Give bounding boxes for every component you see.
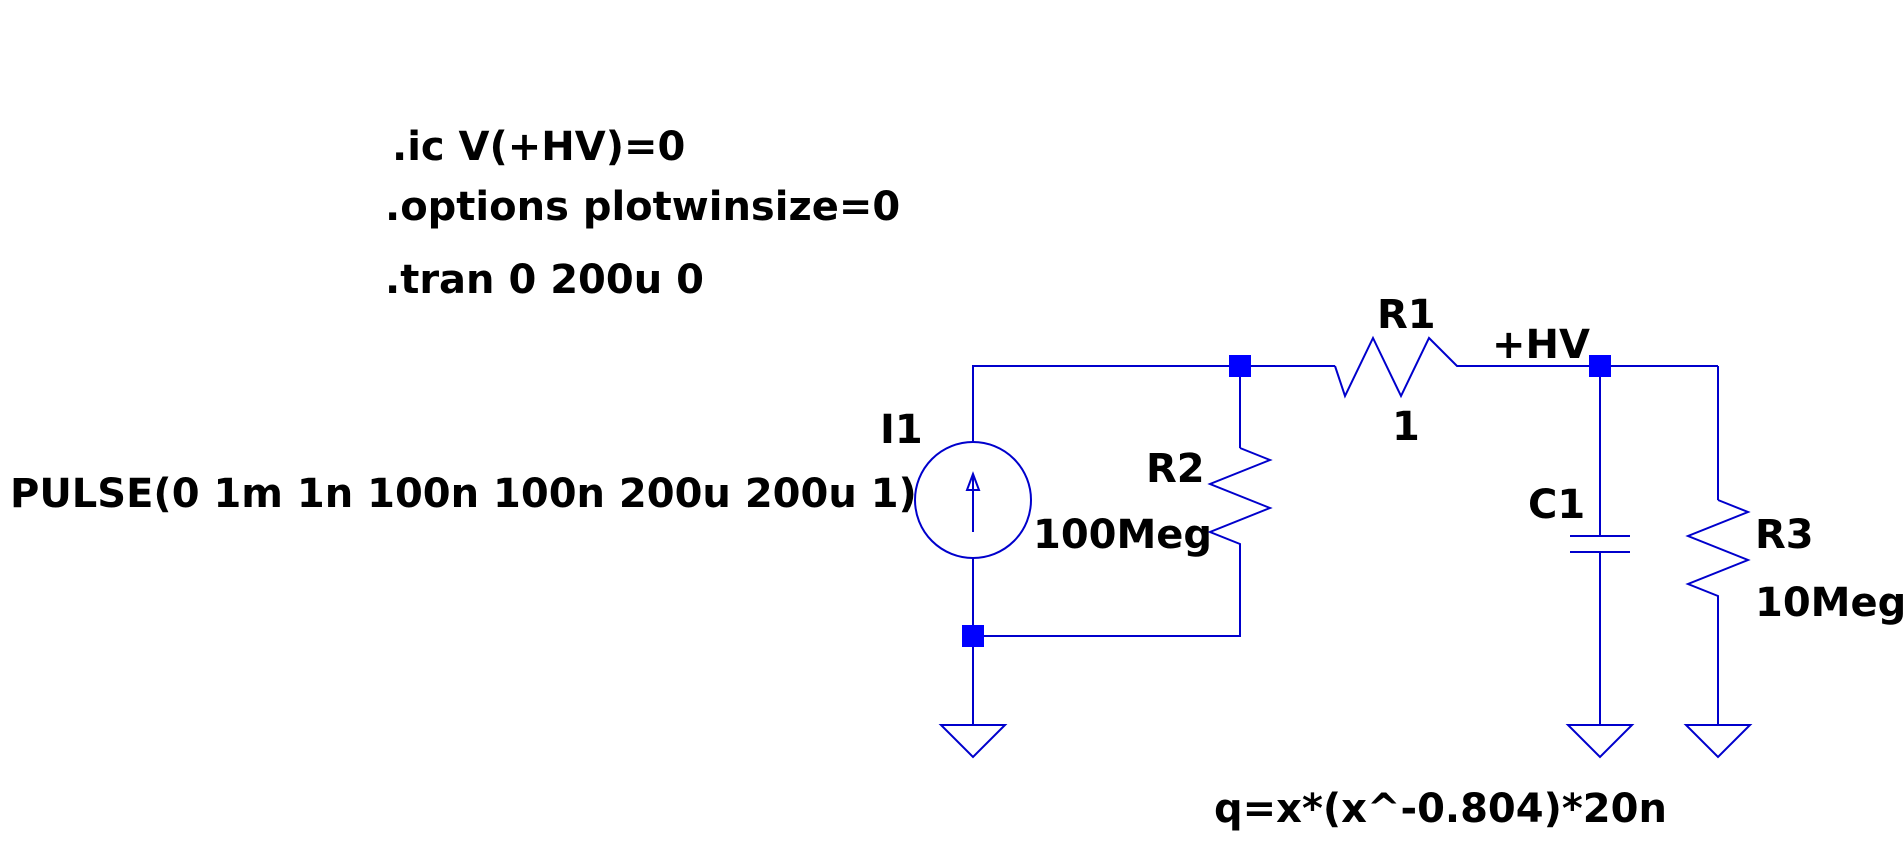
junction-node-ground[interactable] (962, 625, 984, 647)
junction-node-r2-top[interactable] (1229, 355, 1251, 377)
resistor-r2[interactable] (1207, 447, 1273, 560)
current-source-i1[interactable] (914, 441, 1032, 559)
ground-symbol-i1[interactable] (938, 724, 1008, 759)
wire-top-left[interactable] (972, 365, 1335, 441)
resistor-r1[interactable] (1334, 335, 1463, 399)
c1-value-label[interactable]: q=x*(x^-0.804)*20n (1214, 786, 1667, 832)
wire-bottom-return[interactable] (973, 560, 1241, 637)
ground-symbol-c1[interactable] (1565, 724, 1635, 759)
i1-name-label[interactable]: I1 (880, 407, 923, 453)
current-source-circle (914, 441, 1032, 559)
r2-value-label[interactable]: 100Meg (1033, 512, 1212, 558)
r1-value-label[interactable]: 1 (1392, 404, 1420, 450)
resistor-r3[interactable] (1685, 499, 1751, 620)
i1-value-label[interactable]: PULSE(0 1m 1n 100n 100n 200u 200u 1) (10, 471, 917, 517)
ground-symbol-r3[interactable] (1683, 724, 1753, 759)
r3-name-label[interactable]: R3 (1755, 512, 1814, 558)
c1-name-label[interactable]: C1 (1528, 482, 1585, 528)
r3-value-label[interactable]: 10Meg (1755, 580, 1904, 626)
net-label-hv[interactable]: +HV (1492, 322, 1590, 368)
current-source-arrow-head (965, 471, 981, 491)
junction-node-hv[interactable] (1589, 355, 1611, 377)
tran-directive[interactable]: .tran 0 200u 0 (385, 257, 704, 303)
r2-name-label[interactable]: R2 (1146, 446, 1205, 492)
ic-directive[interactable]: .ic V(+HV)=0 (392, 124, 685, 170)
options-directive[interactable]: .options plotwinsize=0 (385, 184, 900, 230)
r1-name-label[interactable]: R1 (1377, 292, 1436, 338)
capacitor-c1[interactable] (1570, 535, 1630, 553)
